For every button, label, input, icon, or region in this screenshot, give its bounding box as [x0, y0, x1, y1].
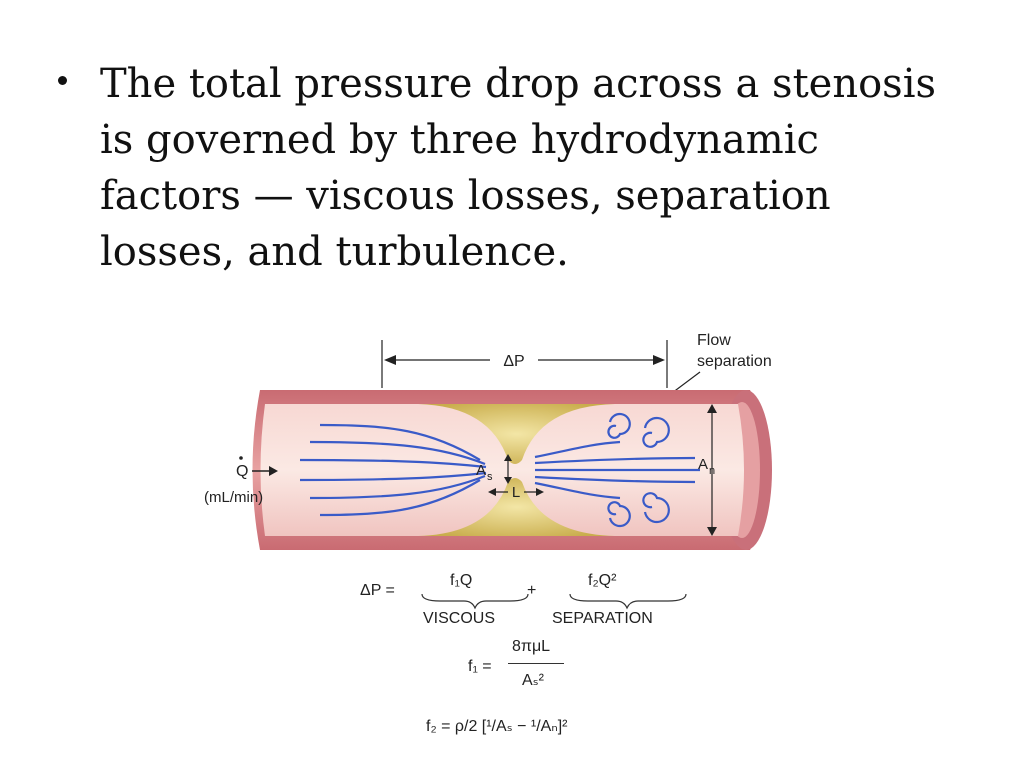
- an-label: A: [698, 456, 708, 473]
- delta-p-label: ΔP: [503, 353, 524, 370]
- stenosis-figure: ΔP Flow separation: [190, 320, 830, 760]
- flow-separation-label-1: Flow: [697, 332, 731, 349]
- vessel: [252, 390, 772, 550]
- viscous-term: f₁Q: [450, 572, 473, 589]
- f1-prefix: f₁ =: [468, 658, 492, 675]
- as-marker: A s: [476, 454, 512, 484]
- q-units: (mL/min): [204, 489, 263, 506]
- vortices: [607, 412, 670, 528]
- f1-denominator: Aₛ²: [522, 672, 544, 689]
- dp-prefix: ΔP =: [360, 582, 395, 599]
- as-sub: s: [487, 471, 493, 483]
- flow-lines: [299, 423, 700, 517]
- flow-rate-marker: Q (mL/min): [204, 456, 278, 506]
- f2-equation: f₂ = ρ/2 [¹/Aₛ − ¹/Aₙ]²: [426, 718, 568, 735]
- separation-label: SEPARATION: [552, 610, 653, 627]
- f1-fraction-bar: [508, 663, 564, 664]
- q-label: Q: [236, 463, 248, 480]
- l-marker: L: [488, 484, 544, 501]
- bullet-text: The total pressure drop across a stenosi…: [100, 61, 937, 275]
- an-marker: A n: [698, 404, 717, 536]
- stenosis-diagram: ΔP Flow separation: [204, 332, 772, 550]
- an-sub: n: [709, 465, 715, 477]
- viscous-label: VISCOUS: [423, 610, 496, 627]
- plaque: [418, 404, 615, 536]
- l-label: L: [512, 484, 520, 501]
- plus-sign: +: [527, 582, 537, 599]
- bullet-dot: [58, 76, 67, 85]
- f1-numerator: 8πμL: [512, 638, 551, 655]
- delta-p-dimension: ΔP: [381, 340, 668, 388]
- as-label: A: [476, 462, 486, 479]
- flow-separation-label-2: separation: [697, 353, 772, 370]
- separation-term: f₂Q²: [588, 572, 617, 589]
- equation-braces: [421, 593, 687, 610]
